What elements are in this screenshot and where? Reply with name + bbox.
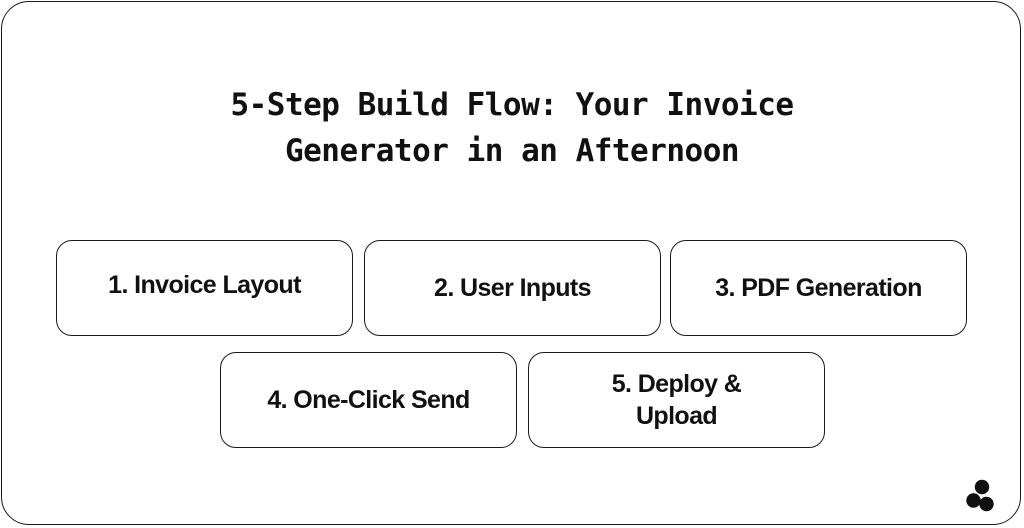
step-label: 1. Invoice Layout — [108, 271, 301, 299]
step-label: 5. Deploy & Upload — [611, 370, 742, 430]
three-circles-logo-icon — [966, 479, 994, 512]
step-label: 4. One-Click Send — [267, 386, 470, 414]
title-line-1: 5-Step Build Flow: Your Invoice — [230, 87, 794, 123]
step-box-one-click-send: 4. One-Click Send — [220, 352, 517, 448]
step-box-invoice-layout: 1. Invoice Layout — [56, 240, 353, 336]
diagram-title: 5-Step Build Flow: Your Invoice Generato… — [2, 82, 1022, 174]
step-box-user-inputs: 2. User Inputs — [364, 240, 661, 336]
step-label: 3. PDF Generation — [715, 274, 922, 302]
step-label: 2. User Inputs — [434, 274, 592, 302]
title-line-2: Generator in an Afternoon — [284, 133, 740, 169]
step-box-pdf-generation: 3. PDF Generation — [670, 240, 967, 336]
step-box-deploy-upload: 5. Deploy & Upload — [528, 352, 825, 448]
